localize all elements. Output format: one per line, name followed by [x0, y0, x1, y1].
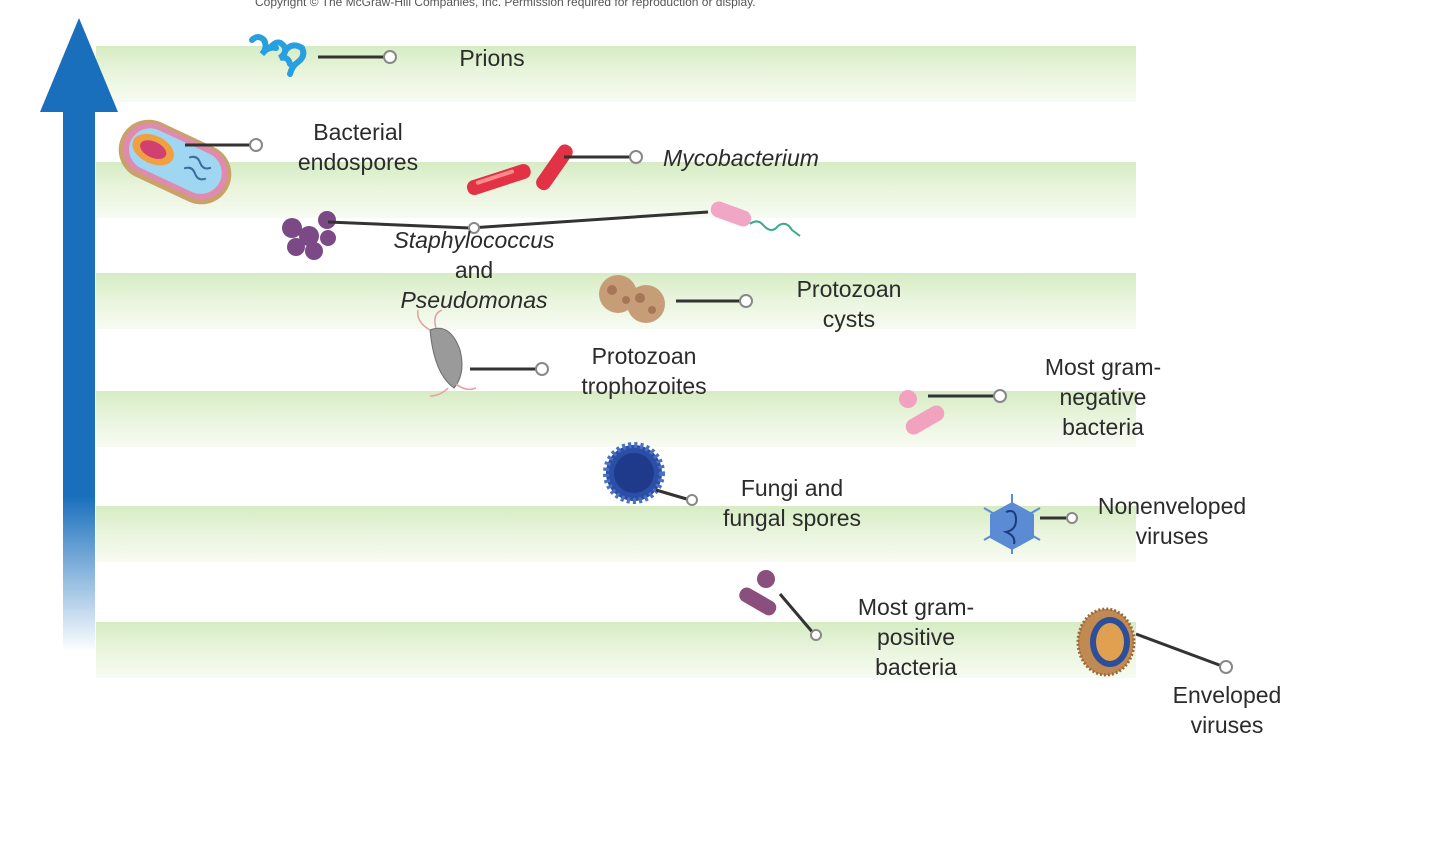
- band-4: [96, 391, 1136, 447]
- label-gram-positive: Most gram- positive bacteria: [857, 594, 975, 680]
- copyright-notice: Copyright © The McGraw-Hill Companies, I…: [255, 0, 756, 9]
- gram-positive-bacteria-icon: [739, 570, 777, 616]
- label-fungi: Fungi and fungal spores: [722, 475, 862, 531]
- band-5: [96, 506, 1136, 562]
- label-gram-negative: Most gram- negative bacteria: [1044, 354, 1162, 440]
- trophozoite-icon: [417, 309, 477, 397]
- label-nonenveloped-viruses: Nonenveloped viruses: [1097, 493, 1247, 549]
- nonenveloped-virus-icon: [983, 494, 1041, 554]
- fungal-spore-icon: [603, 442, 665, 504]
- label-bacterial-endospores: Bacterial endospores: [297, 119, 419, 175]
- label-staph-pseudomonas: Staphylococcus and Pseudomonas: [393, 227, 555, 313]
- label-mycobacterium: Mycobacterium: [663, 145, 819, 171]
- label-prions: Prions: [459, 45, 525, 71]
- label-enveloped-viruses: Enveloped viruses: [1172, 682, 1282, 738]
- enveloped-virus-icon: [1076, 607, 1136, 677]
- protozoan-cyst-icon: [599, 275, 665, 323]
- endospore-icon: [118, 119, 232, 205]
- label-protozoan-trophozoites: Protozoan trophozoites: [581, 343, 707, 399]
- prion-icon: [249, 34, 307, 77]
- label-protozoan-cysts: Protozoan cysts: [796, 276, 902, 332]
- mycobacterium-icon: [466, 144, 573, 196]
- band-6: [96, 622, 1136, 678]
- gram-negative-bacteria-icon: [899, 390, 945, 435]
- resistance-arrow: [40, 18, 118, 652]
- band-2: [96, 162, 1136, 218]
- staphylococcus-icon: [282, 211, 336, 260]
- pseudomonas-icon: [710, 201, 801, 237]
- band-1: [96, 46, 1136, 102]
